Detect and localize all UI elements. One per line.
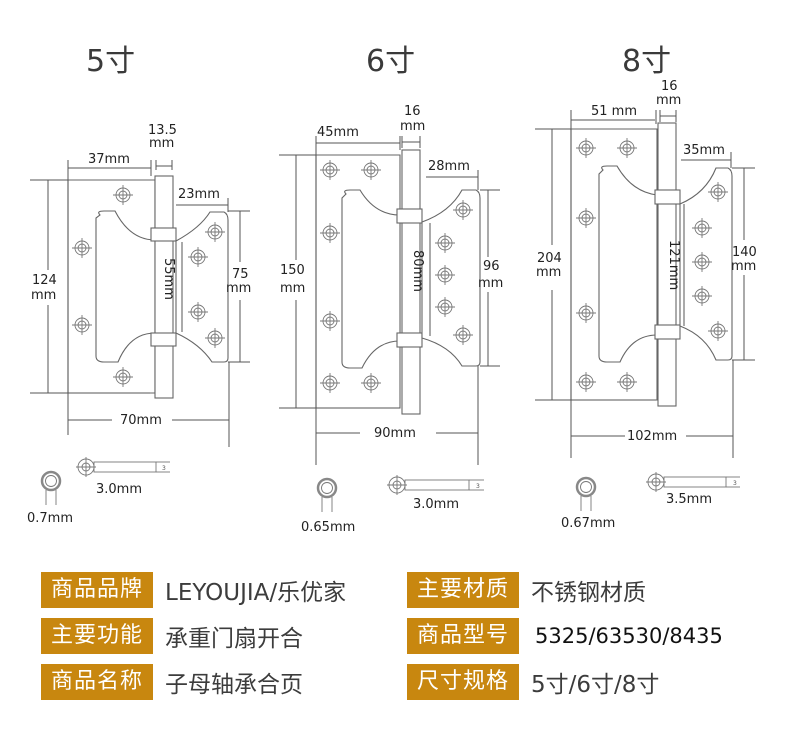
spec-label: 商品名称 bbox=[41, 664, 154, 700]
spec-value: 子母轴承合页 bbox=[165, 672, 304, 698]
spec-size: 尺寸规格 5寸/6寸/8寸 bbox=[407, 664, 659, 700]
svg-text:3: 3 bbox=[733, 480, 737, 487]
dim-8-small-height-unit: mm bbox=[731, 259, 756, 274]
dim-8-small-height-value: 140 bbox=[732, 245, 757, 260]
dim-6-screw: 3.0mm bbox=[413, 497, 459, 512]
hinge-5-screw-detail: 3 bbox=[40, 457, 170, 505]
dim-8-inner-span: 121mm bbox=[666, 240, 681, 290]
dim-6-inner-span: 80mm bbox=[410, 250, 425, 292]
hinge-6-screw-detail: 3 bbox=[316, 475, 484, 512]
dim-8-leaf-width: 51 mm bbox=[591, 104, 637, 119]
dim-6-small-leaf: 28mm bbox=[428, 159, 470, 174]
spec-brand: 商品品牌 LEYOUJIA/乐优家 bbox=[41, 572, 346, 608]
spec-name: 商品名称 子母轴承合页 bbox=[41, 664, 303, 700]
dim-5-small-height-unit: mm bbox=[226, 281, 251, 296]
dim-8-knuckle-value: 16 bbox=[661, 79, 678, 94]
spec-label: 主要材质 bbox=[407, 572, 520, 608]
dim-5-small-leaf: 23mm bbox=[178, 187, 220, 202]
dim-6-small-height-value: 96 bbox=[483, 259, 500, 274]
dim-5-screw: 3.0mm bbox=[96, 482, 142, 497]
dim-8-height-value: 204 bbox=[537, 251, 562, 266]
hinge-6-title: 6寸 bbox=[366, 44, 416, 79]
hinge-drawings: 37mm 13.5 mm 23mm 124 mm 55mm 75 mm 70mm… bbox=[27, 79, 757, 535]
svg-text:3: 3 bbox=[476, 483, 480, 490]
hinge-6-drawing: 45mm 16 mm 28mm 150 mm 80mm 96 mm 90mm 3… bbox=[279, 104, 503, 535]
dim-8-total-width: 102mm bbox=[627, 429, 677, 444]
dim-5-leaf-width: 37mm bbox=[88, 152, 130, 167]
spec-label: 主要功能 bbox=[41, 618, 154, 654]
dim-6-total-width: 90mm bbox=[374, 426, 416, 441]
dim-8-height-unit: mm bbox=[536, 265, 561, 280]
dim-5-knuckle-value: 13.5 bbox=[148, 123, 177, 138]
dim-5-height-unit: mm bbox=[31, 288, 56, 303]
spec-value: 不锈钢材质 bbox=[531, 580, 647, 606]
hinge-8-title: 8寸 bbox=[622, 44, 672, 79]
spec-label: 尺寸规格 bbox=[407, 664, 520, 700]
dim-6-small-height-unit: mm bbox=[478, 276, 503, 291]
dim-5-inner-span: 55mm bbox=[161, 258, 176, 300]
hinge-8-drawing: 51 mm 16 mm 35mm 204 mm 121mm 140 mm 102… bbox=[535, 79, 757, 531]
hinge-8-screw-detail: 3 bbox=[575, 472, 740, 511]
spec-value: 承重门扇开合 bbox=[165, 626, 304, 652]
dim-6-knuckle-value: 16 bbox=[404, 104, 421, 119]
spec-label: 商品品牌 bbox=[41, 572, 154, 608]
dim-6-leaf-width: 45mm bbox=[317, 125, 359, 140]
dim-8-knuckle-unit: mm bbox=[656, 93, 681, 108]
dim-6-height-unit: mm bbox=[280, 281, 305, 296]
dim-5-thickness: 0.7mm bbox=[27, 511, 73, 526]
spec-function: 主要功能 承重门扇开合 bbox=[41, 618, 303, 654]
dim-5-knuckle-unit: mm bbox=[149, 136, 174, 151]
hinge-5-drawing: 37mm 13.5 mm 23mm 124 mm 55mm 75 mm 70mm… bbox=[27, 123, 251, 526]
spec-value: 5寸/6寸/8寸 bbox=[531, 672, 660, 698]
spec-value: 5325/63530/8435 bbox=[535, 624, 723, 648]
dim-8-small-leaf: 35mm bbox=[683, 143, 725, 158]
dim-8-screw: 3.5mm bbox=[666, 492, 712, 507]
dim-6-height-value: 150 bbox=[280, 263, 305, 278]
dim-5-small-height-value: 75 bbox=[232, 267, 249, 282]
spec-label: 商品型号 bbox=[407, 618, 520, 654]
spec-model: 商品型号 5325/63530/8435 bbox=[407, 618, 723, 654]
dim-6-thickness: 0.65mm bbox=[301, 520, 355, 535]
spec-value: LEYOUJIA/乐优家 bbox=[165, 580, 347, 606]
hinge-5-title: 5寸 bbox=[86, 44, 136, 79]
dim-8-thickness: 0.67mm bbox=[561, 516, 615, 531]
svg-text:3: 3 bbox=[162, 465, 166, 472]
dim-5-total-width: 70mm bbox=[120, 413, 162, 428]
spec-material: 主要材质 不锈钢材质 bbox=[407, 572, 646, 608]
dim-6-knuckle-unit: mm bbox=[400, 119, 425, 134]
dim-5-height-value: 124 bbox=[32, 273, 57, 288]
